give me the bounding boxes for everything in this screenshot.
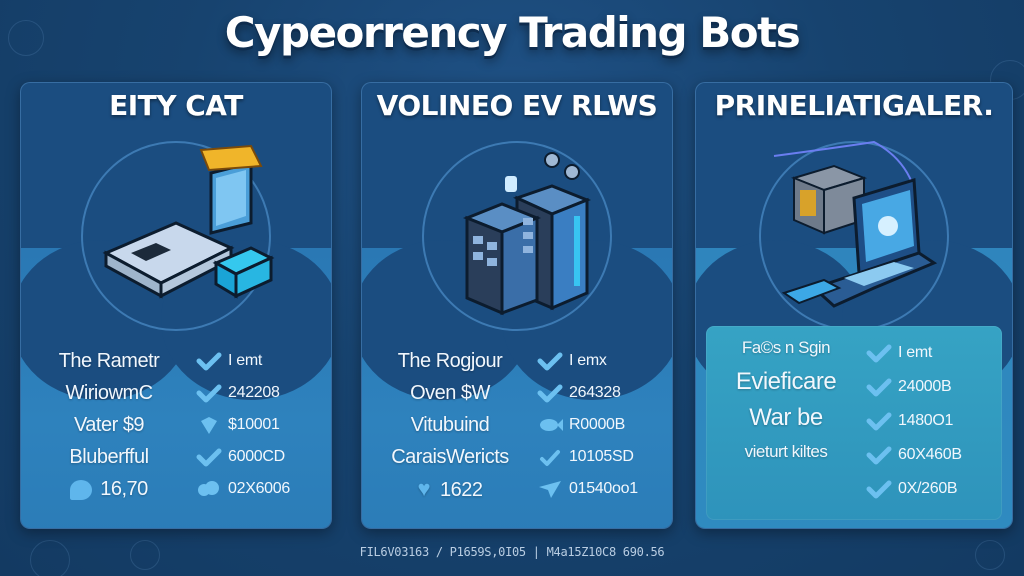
feature-text: vieturt kiltes bbox=[744, 442, 828, 461]
check-icon bbox=[866, 378, 892, 397]
row-label: Oven $W bbox=[410, 382, 490, 404]
list-item: 24000B bbox=[866, 370, 1006, 404]
illustration-ring bbox=[422, 141, 612, 331]
list-item: 02X6006 bbox=[196, 473, 331, 505]
laptop-with-safe-icon bbox=[773, 140, 938, 308]
list-item: $10001 bbox=[196, 409, 331, 441]
list-item: 10105SD bbox=[537, 441, 672, 473]
check-icon bbox=[196, 352, 222, 371]
row-label: The Rogjour bbox=[397, 350, 503, 372]
feature-text: Fa⁠©s n Sgin bbox=[741, 338, 831, 357]
server-towers-icon bbox=[462, 152, 592, 316]
row-label: Vitubuind bbox=[410, 414, 490, 436]
row-label: Bluberfful bbox=[69, 446, 149, 468]
fish-icon bbox=[540, 419, 563, 431]
list-item: 01540oo1 bbox=[537, 473, 672, 505]
footer-caption: FIL6V03163 / P1659S,0I05 | M4a15Z10C8 69… bbox=[359, 545, 665, 559]
background-doodle bbox=[30, 540, 70, 576]
card-title: PRINELIATIGALER. bbox=[714, 89, 994, 122]
check-icon bbox=[196, 448, 222, 467]
background-doodle bbox=[130, 540, 160, 570]
check-icon bbox=[866, 344, 892, 363]
list-item: 6000CD bbox=[196, 441, 331, 473]
feature-text: Evieficare bbox=[735, 368, 837, 395]
row-label: The Rametr bbox=[58, 350, 160, 372]
bot-card-1[interactable]: EITY CAT The Rametr WiriowmC Vater $9 Bl… bbox=[20, 82, 332, 529]
cloud-icon bbox=[198, 481, 219, 496]
laptop-with-ticket-icon bbox=[102, 144, 275, 299]
stats-table: The Rogjour Oven $W Vitubuind CaraisWeri… bbox=[362, 345, 672, 525]
check-icon bbox=[540, 450, 560, 466]
row-label: Vater $9 bbox=[73, 414, 145, 436]
row-label: WiriowmC bbox=[65, 382, 153, 404]
list-item: I emt bbox=[196, 345, 331, 377]
chat-bubble-icon bbox=[70, 479, 93, 500]
list-item: R0000B bbox=[537, 409, 672, 441]
page-title: Cypeorrency Trading Bots bbox=[224, 8, 801, 57]
row-label: 16,70 bbox=[29, 473, 189, 505]
list-item: 0X/260B bbox=[866, 472, 1006, 506]
check-icon bbox=[866, 446, 892, 465]
list-item: 264328 bbox=[537, 377, 672, 409]
bot-card-3[interactable]: PRINELIATIGALER. Fa⁠©s n Sgin Evieficare… bbox=[695, 82, 1013, 529]
row-label: ♥1622 bbox=[417, 476, 483, 501]
list-item: 242208 bbox=[196, 377, 331, 409]
check-icon bbox=[196, 384, 222, 403]
check-icon bbox=[866, 412, 892, 431]
check-icon bbox=[537, 352, 563, 371]
paper-plane-icon bbox=[539, 481, 561, 498]
stats-table: The Rametr WiriowmC Vater $9 Bluberfful … bbox=[21, 345, 331, 525]
list-item: 60X460B bbox=[866, 438, 1006, 472]
illustration-ring bbox=[81, 141, 271, 331]
check-icon bbox=[866, 480, 892, 499]
card-title: EITY CAT bbox=[109, 89, 243, 122]
feature-text: War be bbox=[749, 404, 823, 431]
bot-card-2[interactable]: VOLINEO EV RLWS The Rogjour Oven $W Vitu… bbox=[361, 82, 673, 529]
heart-icon: ♥ bbox=[417, 476, 431, 501]
background-doodle bbox=[975, 540, 1005, 570]
gem-icon bbox=[201, 417, 217, 434]
highlight-box: Fa⁠©s n Sgin Evieficare War be vieturt k… bbox=[706, 326, 1002, 520]
row-label: CaraisWericts bbox=[391, 446, 509, 468]
background-doodle bbox=[8, 20, 44, 56]
list-item: 1480O1 bbox=[866, 404, 1006, 438]
list-item: I emx bbox=[537, 345, 672, 377]
list-item: I emt bbox=[866, 336, 1006, 370]
card-title: VOLINEO EV RLWS bbox=[376, 89, 658, 122]
check-icon bbox=[537, 384, 563, 403]
